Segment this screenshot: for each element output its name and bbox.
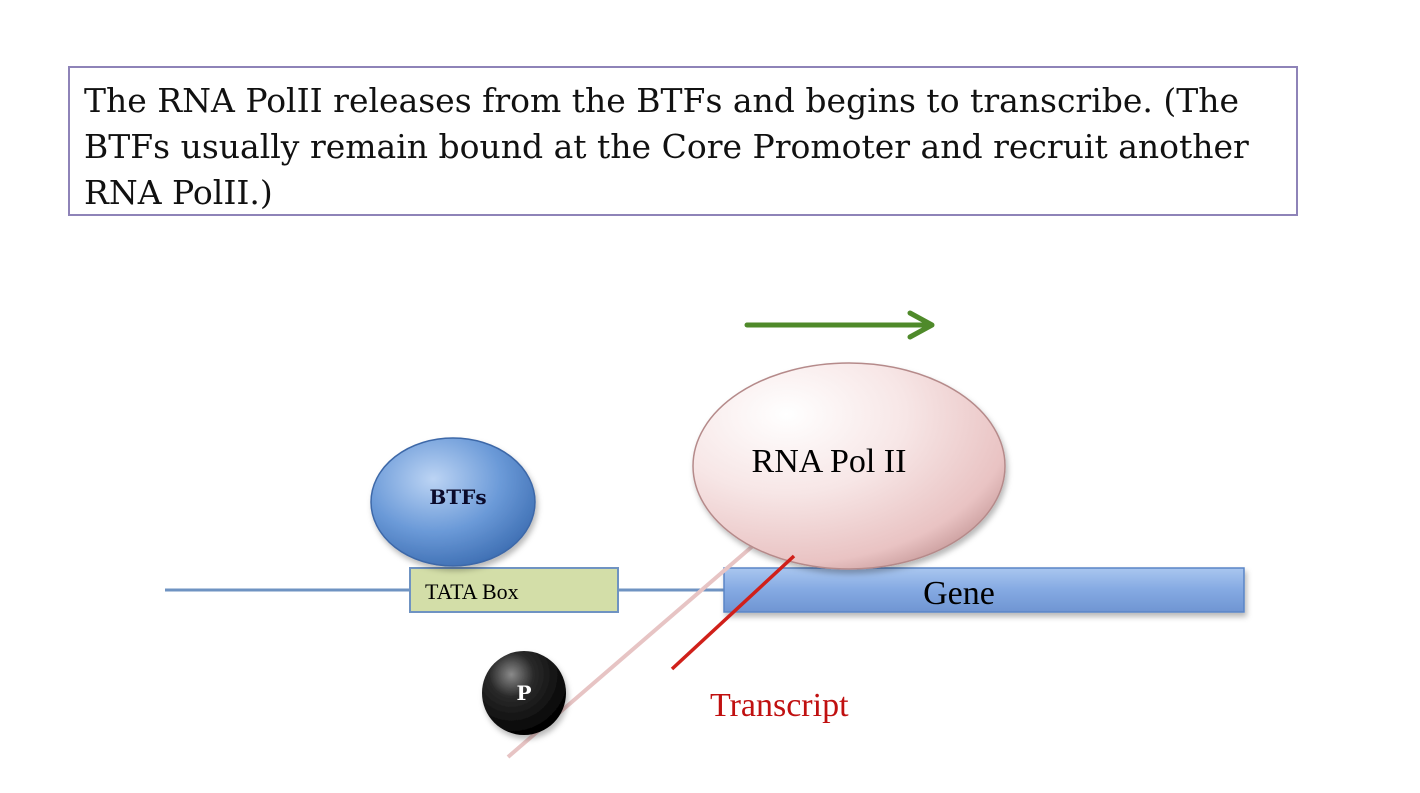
phosphate-label: P: [516, 681, 531, 705]
gene-region: [723, 567, 1245, 613]
rna-pol-ii: [692, 362, 1006, 570]
phosphate-group: [482, 651, 566, 735]
tata-box-label: TATA Box: [425, 579, 519, 604]
btfs-complex: [370, 437, 536, 567]
arrow-right-icon: [744, 310, 935, 340]
rna-pol-ii-label: RNA Pol II: [752, 443, 907, 480]
gene-label: Gene: [923, 575, 995, 612]
tata-box: [409, 567, 619, 613]
btfs-label: BTFs: [429, 485, 486, 509]
caption-line-2: BTFs usually remain bound at the Core Pr…: [84, 127, 1249, 166]
caption-line-1: The RNA PolII releases from the BTFs and…: [84, 81, 1240, 120]
caption-box: The RNA PolII releases from the BTFs and…: [68, 66, 1298, 216]
transcript-label: Transcript: [710, 687, 849, 724]
transcript-strand: [670, 554, 796, 671]
caption-line-3: RNA PolII.): [84, 173, 273, 212]
